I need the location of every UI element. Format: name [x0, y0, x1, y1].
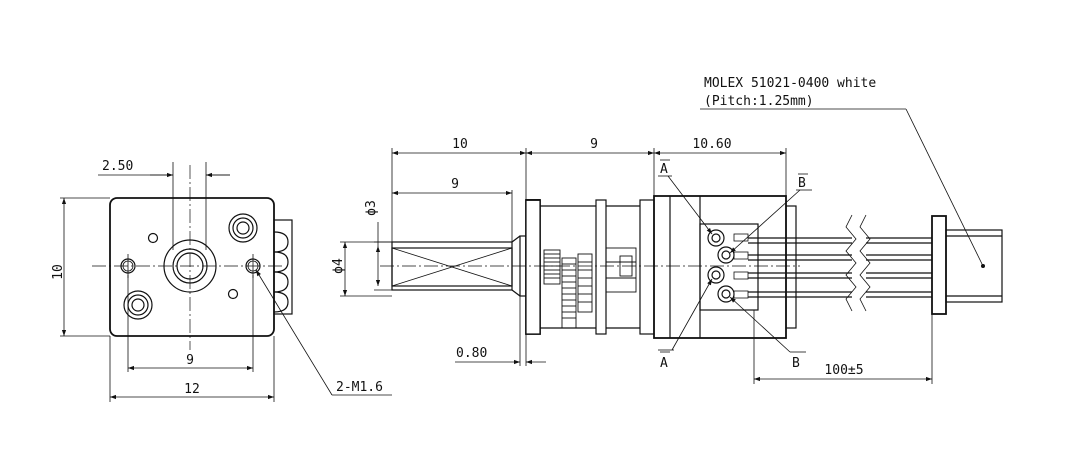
connector-spec: MOLEX 51021-0400 white	[704, 76, 876, 91]
dim-motor-length: 10.60	[692, 137, 731, 152]
dim-front-offset: 2.50	[102, 159, 133, 174]
middle-plate	[595, 199, 607, 335]
dim-shaft-length: 10	[452, 137, 468, 152]
screw-callout: 2-M1.6	[336, 380, 383, 395]
side-view: 10 9 10.60 9 ϕ3 ϕ4 0.80 100±5 A B A B MO…	[331, 76, 1003, 384]
front-side-tabs	[273, 219, 293, 315]
dim-flat-length: 9	[451, 177, 459, 192]
gear-train	[543, 247, 637, 329]
small-hole-a	[147, 232, 159, 244]
terminal-block	[699, 223, 759, 311]
dim-lead-length: 100±5	[824, 363, 863, 378]
terminal-b-bottom: B	[792, 356, 800, 371]
terminal-b-top: B	[798, 176, 806, 191]
connector-pitch: (Pitch:1.25mm)	[704, 94, 814, 109]
dim-plate-thickness: 0.80	[456, 346, 487, 361]
connector-body	[945, 229, 1003, 303]
dim-shaft-dia: ϕ4	[331, 258, 346, 274]
shaft-flat	[391, 247, 513, 287]
terminal-a-bottom: A	[660, 356, 668, 371]
dim-front-height: 10	[51, 264, 66, 280]
dim-front-hole-spacing: 9	[186, 353, 194, 368]
front-view: 2.50 10 9 12 2-M1.6	[51, 159, 392, 402]
rear-plate	[639, 199, 655, 335]
mounting-screw-top	[228, 213, 258, 243]
dim-gearbox-length: 9	[590, 137, 598, 152]
lead-wires	[748, 214, 932, 312]
dim-front-width: 12	[184, 382, 200, 397]
motor-can	[653, 195, 787, 339]
connector-flange	[931, 215, 947, 315]
small-hole-b	[227, 288, 239, 300]
dim-flat-dia: ϕ3	[364, 200, 379, 216]
terminal-a-top: A	[660, 162, 668, 177]
